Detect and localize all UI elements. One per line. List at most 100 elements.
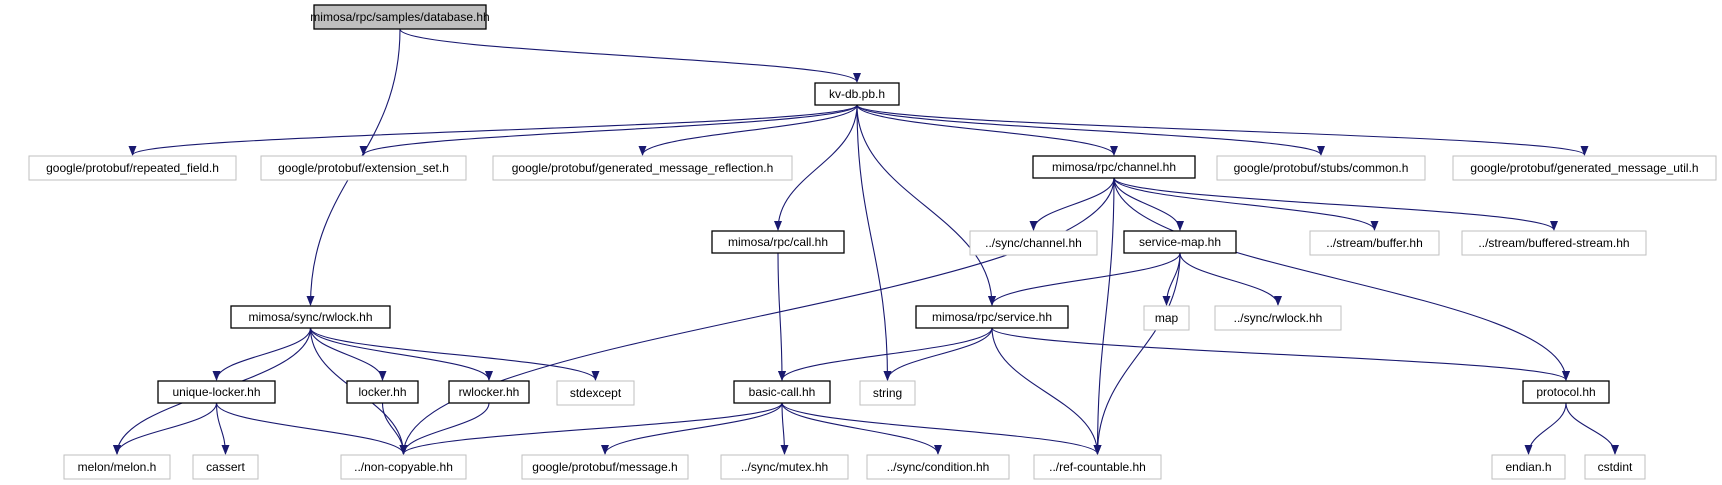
edge-servicemap-to-service: [988, 252, 1181, 306]
node-message-label: google/protobuf/message.h: [532, 460, 677, 474]
node-channel[interactable]: mimosa/rpc/channel.hh: [1032, 155, 1196, 179]
edge-database-to-kvdb: [399, 28, 861, 83]
edge-basiccall-to-refcount: [781, 402, 1102, 455]
node-extset: google/protobuf/extension_set.h: [260, 155, 467, 181]
edge-uniquelocker-to-melon: [113, 402, 218, 455]
edge-channel-to-refcount: [1093, 177, 1115, 455]
node-noncopy: ../non-copyable.hh: [340, 454, 467, 480]
node-basiccall-box: [733, 380, 831, 404]
node-string: string: [859, 380, 916, 406]
node-uniquelocker[interactable]: unique-locker.hh: [157, 380, 276, 404]
node-database-label: mimosa/rpc/samples/database.hh: [310, 10, 489, 24]
node-locker[interactable]: locker.hh: [346, 380, 419, 404]
node-genutil: google/protobuf/generated_message_util.h: [1452, 155, 1717, 181]
edge-uniquelocker-to-cassert: [215, 402, 230, 455]
edge-rwlock-to-stdexcept: [309, 327, 600, 381]
edge-kvdb-to-stubs: [856, 104, 1325, 156]
node-protocol[interactable]: protocol.hh: [1522, 380, 1610, 404]
node-bufstream-label: ../stream/buffered-stream.hh: [1478, 236, 1629, 250]
edge-service-to-refcount: [991, 327, 1102, 455]
edge-service-to-string: [883, 327, 993, 381]
node-genrefl-label: google/protobuf/generated_message_reflec…: [512, 161, 774, 175]
edge-locker-to-noncopy: [381, 402, 408, 455]
node-syncrwlock: ../sync/rwlock.hh: [1214, 305, 1342, 331]
node-service[interactable]: mimosa/rpc/service.hh: [915, 305, 1069, 329]
node-map: map: [1143, 305, 1190, 331]
edge-service-to-basiccall: [778, 327, 993, 381]
node-condition: ../sync/condition.hh: [866, 454, 1010, 480]
edge-call-to-basiccall: [777, 252, 786, 381]
node-condition-label: ../sync/condition.hh: [887, 460, 990, 474]
node-cassert: cassert: [192, 454, 259, 480]
edges-layer: [113, 28, 1619, 455]
node-syncrwlock-box: [1214, 305, 1342, 331]
node-servicemap[interactable]: service-map.hh: [1123, 230, 1237, 254]
node-service-box: [915, 305, 1069, 329]
node-buffer-box: [1309, 230, 1440, 256]
node-extset-label: google/protobuf/extension_set.h: [278, 161, 449, 175]
edge-kvdb-to-string: [856, 104, 892, 381]
edge-servicemap-to-refcount: [1093, 252, 1181, 455]
edge-basiccall-to-message: [601, 402, 783, 455]
node-stdexcept: stdexcept: [556, 380, 635, 406]
node-basiccall[interactable]: basic-call.hh: [733, 380, 831, 404]
node-servicemap-label: service-map.hh: [1139, 235, 1221, 249]
node-database-box: [313, 4, 487, 30]
node-cassert-box: [192, 454, 259, 480]
node-rwlocker-box: [448, 380, 530, 404]
node-endian-label: endian.h: [1505, 460, 1551, 474]
node-buffer-label: ../stream/buffer.hh: [1326, 236, 1423, 250]
node-rwlock-box: [230, 305, 391, 329]
node-channel-box: [1032, 155, 1196, 179]
node-map-box: [1143, 305, 1190, 331]
node-refcount: ../ref-countable.hh: [1033, 454, 1162, 480]
node-syncchannel: ../sync/channel.hh: [969, 230, 1098, 256]
edge-kvdb-to-genrefl: [638, 104, 858, 156]
node-condition-box: [866, 454, 1010, 480]
node-repeated-box: [28, 155, 237, 181]
node-protocol-box: [1522, 380, 1610, 404]
node-protocol-label: protocol.hh: [1536, 385, 1595, 399]
edge-rwlocker-to-noncopy: [399, 402, 490, 455]
edge-rwlock-to-locker: [309, 327, 387, 381]
edge-kvdb-to-call: [774, 104, 858, 231]
edge-service-to-protocol: [991, 327, 1570, 381]
node-rwlock[interactable]: mimosa/sync/rwlock.hh: [230, 305, 391, 329]
node-bufstream: ../stream/buffered-stream.hh: [1461, 230, 1647, 256]
node-refcount-box: [1033, 454, 1162, 480]
node-refcount-label: ../ref-countable.hh: [1049, 460, 1146, 474]
edge-channel-to-buffer: [1113, 177, 1379, 231]
edge-protocol-to-endian: [1524, 402, 1567, 455]
node-syncrwlock-label: ../sync/rwlock.hh: [1234, 311, 1323, 325]
node-locker-box: [346, 380, 419, 404]
node-bufstream-box: [1461, 230, 1647, 256]
edge-kvdb-to-service: [856, 104, 996, 306]
edge-channel-to-protocol: [1113, 177, 1570, 381]
node-stubs-label: google/protobuf/stubs/common.h: [1234, 161, 1409, 175]
node-rwlock-label: mimosa/sync/rwlock.hh: [248, 310, 372, 324]
node-channel-label: mimosa/rpc/channel.hh: [1052, 160, 1176, 174]
node-database[interactable]: mimosa/rpc/samples/database.hh: [310, 4, 490, 30]
node-genrefl-box: [492, 155, 793, 181]
node-melon-box: [63, 454, 171, 480]
edge-rwlock-to-uniquelocker: [212, 327, 312, 381]
node-syncchannel-box: [969, 230, 1098, 256]
node-stdexcept-box: [556, 380, 635, 406]
node-call[interactable]: mimosa/rpc/call.hh: [711, 230, 845, 254]
node-cstdint-box: [1584, 454, 1646, 480]
node-endian-box: [1491, 454, 1566, 480]
node-noncopy-label: ../non-copyable.hh: [354, 460, 453, 474]
node-call-label: mimosa/rpc/call.hh: [728, 235, 828, 249]
edge-basiccall-to-noncopy: [399, 402, 783, 455]
node-melon-label: melon/melon.h: [78, 460, 157, 474]
node-extset-box: [260, 155, 467, 181]
node-cstdint-label: cstdint: [1598, 460, 1633, 474]
node-string-box: [859, 380, 916, 406]
node-endian: endian.h: [1491, 454, 1566, 480]
node-repeated-label: google/protobuf/repeated_field.h: [46, 161, 219, 175]
edge-basiccall-to-mutex: [780, 402, 789, 455]
node-rwlocker-label: rwlocker.hh: [459, 385, 520, 399]
node-kvdb[interactable]: kv-db.pb.h: [814, 82, 900, 106]
edge-channel-to-servicemap: [1113, 177, 1184, 231]
node-rwlocker[interactable]: rwlocker.hh: [448, 380, 530, 404]
